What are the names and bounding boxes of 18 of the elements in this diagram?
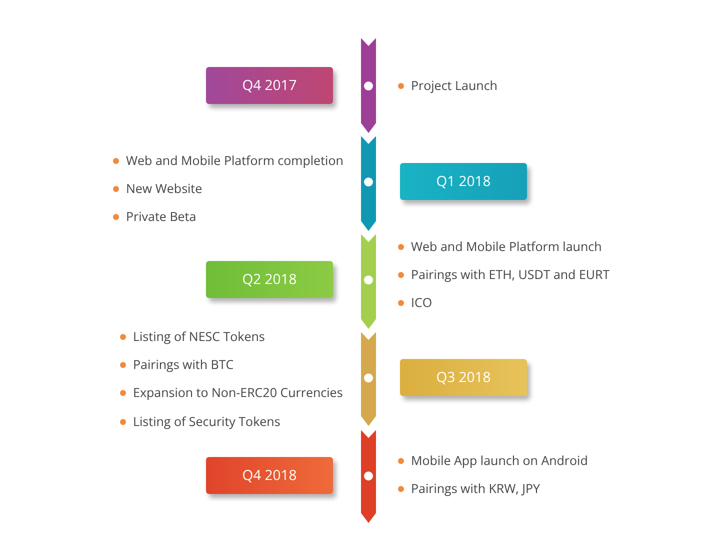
milestone-item: ICO — [398, 295, 432, 311]
milestone-item: Pairings with BTC — [120, 357, 234, 373]
milestone-item: Mobile App launch on Android — [398, 453, 588, 469]
quarter-label: Q2 2018 — [206, 261, 333, 298]
milestone-item: Pairings with KRW, JPY — [398, 481, 540, 497]
milestone-item: Web and Mobile Platform launch — [398, 239, 602, 255]
milestone-item: Pairings with ETH, USDT and EURT — [398, 267, 610, 283]
quarter-label: Q3 2018 — [400, 359, 527, 396]
milestone-item: Web and Mobile Platform completion — [113, 153, 344, 169]
quarter-label: Q4 2018 — [206, 457, 333, 494]
milestone-item: Expansion to Non-ERC20 Currencies — [120, 385, 343, 401]
quarter-label: Q1 2018 — [400, 163, 527, 200]
milestone-item: Listing of Security Tokens — [120, 414, 280, 430]
milestone-item: Listing of NESC Tokens — [120, 329, 265, 345]
quarter-label: Q4 2017 — [206, 67, 333, 104]
milestone-item: Private Beta — [113, 209, 196, 225]
milestone-item: Project Launch — [398, 78, 498, 94]
milestone-item: New Website — [113, 181, 202, 197]
